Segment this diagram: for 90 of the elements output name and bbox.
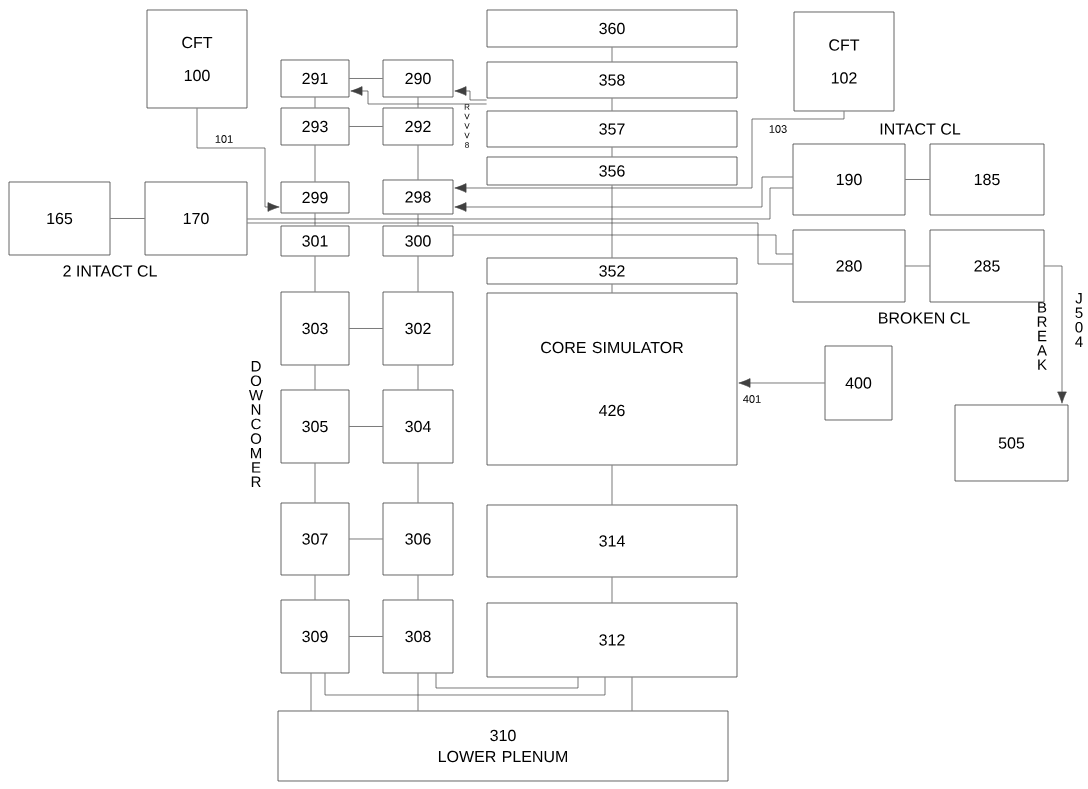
connector-line xyxy=(314,97,316,108)
volume-box: 299 xyxy=(280,181,350,214)
connector-line xyxy=(611,577,613,603)
volume-box: 360 xyxy=(486,9,738,48)
connector-line xyxy=(314,213,316,226)
volume-box: 185 xyxy=(929,143,1045,216)
connector-line xyxy=(611,98,613,111)
volume-box: 285 xyxy=(929,229,1045,303)
connector-line xyxy=(314,463,316,503)
connector-line xyxy=(905,179,930,180)
connector-line xyxy=(324,673,606,696)
connector-line xyxy=(611,465,613,505)
edge-label: J504 xyxy=(1075,293,1083,347)
connector-line xyxy=(453,234,793,255)
volume-box: 308 xyxy=(382,599,454,674)
volume-box: CFT 102 xyxy=(793,11,895,112)
volume-box: 304 xyxy=(382,389,454,464)
connector-line xyxy=(417,145,419,180)
flow-arrow xyxy=(454,176,793,212)
volume-box: 309 xyxy=(280,599,350,674)
connector-line xyxy=(611,147,613,157)
volume-box: 358 xyxy=(486,61,738,99)
flow-arrow xyxy=(350,86,487,105)
connector-line xyxy=(314,575,316,600)
connector-line xyxy=(247,222,793,265)
connector-line xyxy=(314,256,316,292)
region-label: 2 INTACT CL xyxy=(63,265,157,277)
connector-line xyxy=(417,463,419,503)
connector-line xyxy=(417,214,419,226)
connector-line xyxy=(417,575,419,600)
volume-box: 170 xyxy=(144,181,248,256)
flow-arrow xyxy=(454,111,845,193)
region-label: BROKEN CL xyxy=(879,312,970,324)
connector-line xyxy=(349,126,383,127)
volume-box: 302 xyxy=(382,291,454,366)
connector-line xyxy=(631,677,633,711)
volume-box: 292 xyxy=(382,107,454,146)
connector-line xyxy=(611,284,613,293)
connector-line xyxy=(417,365,419,390)
connector-line xyxy=(110,218,145,219)
connector-line xyxy=(349,78,383,79)
connector-line xyxy=(349,328,383,329)
volume-box: 352 xyxy=(486,257,738,285)
flow-arrow xyxy=(1044,265,1067,404)
connector-line xyxy=(314,365,316,390)
volume-box: 280 xyxy=(792,229,906,303)
connector-line xyxy=(905,265,930,267)
volume-box: 298 xyxy=(382,179,454,215)
flow-arrow xyxy=(454,86,487,101)
connector-line xyxy=(349,538,383,540)
vertical-label: DOWNCOMER xyxy=(249,361,264,487)
volume-box: 356 xyxy=(486,156,738,186)
edge-label: 103 xyxy=(769,125,787,133)
volume-box: 300 xyxy=(382,225,454,257)
connector-line xyxy=(417,256,419,292)
connector-line xyxy=(611,185,613,258)
connector-line xyxy=(247,187,793,220)
connector-line xyxy=(314,145,316,182)
volume-box: 357 xyxy=(486,110,738,148)
volume-box: 310 LOWER PLENUM xyxy=(277,710,729,782)
vertical-label: BREAK xyxy=(1037,302,1047,370)
volume-box: CORE SIMULATOR 426 xyxy=(486,292,738,466)
volume-box: 314 xyxy=(486,504,738,578)
connector-line xyxy=(310,673,312,711)
volume-box: 291 xyxy=(280,59,350,98)
volume-box: 400 xyxy=(824,345,893,421)
volume-box: 301 xyxy=(280,225,350,257)
volume-box: 505 xyxy=(954,404,1069,482)
vertical-label: RVVV8 xyxy=(464,104,470,148)
flow-arrow xyxy=(738,378,825,388)
volume-box: 305 xyxy=(280,389,350,464)
volume-box: 190 xyxy=(792,143,906,216)
connector-line xyxy=(417,97,419,108)
volume-box: 165 xyxy=(8,181,111,256)
connector-line xyxy=(611,47,613,62)
flow-arrow xyxy=(196,108,280,212)
volume-box: 306 xyxy=(382,502,454,576)
volume-box: 307 xyxy=(280,502,350,576)
volume-box: 312 xyxy=(486,602,738,678)
edge-label: 401 xyxy=(743,395,761,403)
connector-line xyxy=(349,636,383,637)
connector-line xyxy=(349,426,383,427)
connector-line xyxy=(435,673,579,689)
volume-box: CFT 100 xyxy=(146,9,248,109)
region-label: INTACT CL xyxy=(880,123,961,135)
volume-box: 303 xyxy=(280,291,350,366)
volume-box: 290 xyxy=(382,59,454,98)
volume-box: 293 xyxy=(280,107,350,146)
edge-label: 101 xyxy=(215,135,233,143)
connector-line xyxy=(417,673,419,711)
